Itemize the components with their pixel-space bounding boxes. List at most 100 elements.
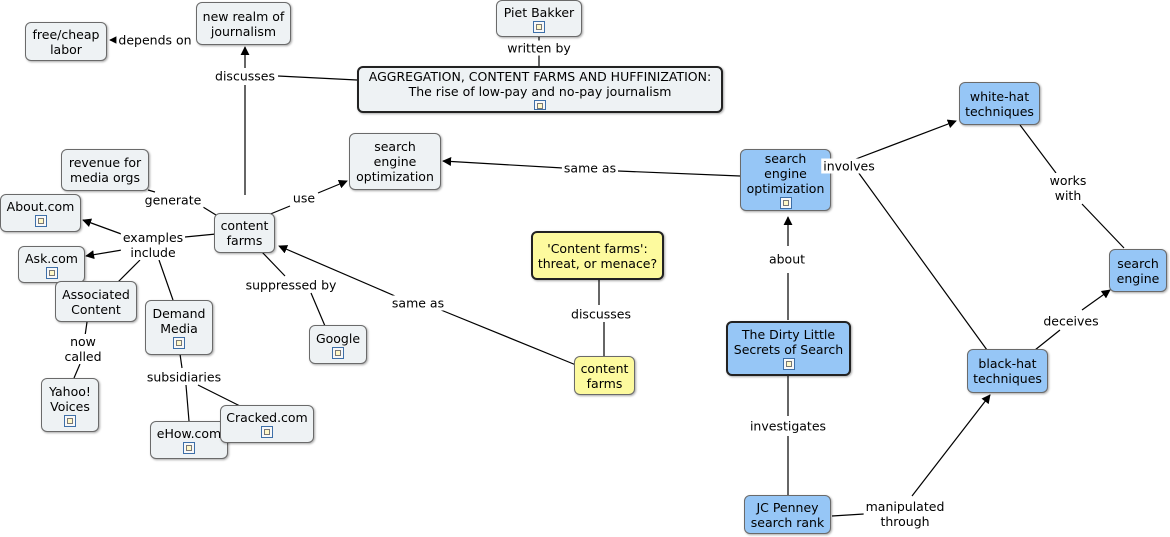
node-new-realm-of-journalism[interactable]: new realm of journalism xyxy=(196,2,291,45)
node-label: search engine optimization xyxy=(356,139,434,184)
node-label: white-hat techniques xyxy=(965,88,1034,119)
link-label-deceives: deceives xyxy=(1041,313,1101,329)
edge-use-arrow xyxy=(317,179,348,194)
node-label: revenue for media orgs xyxy=(68,155,142,185)
edge-suppressed-b xyxy=(310,292,326,327)
edge-works-with-a xyxy=(1019,124,1057,174)
node-search-engine-optimization-blue[interactable]: search engine optimization xyxy=(740,149,831,211)
node-label: Google xyxy=(315,330,361,346)
node-label: eHow.com xyxy=(156,426,222,441)
node-ehow-com[interactable]: eHow.com xyxy=(150,421,228,459)
node-label: JC Penney search rank xyxy=(750,499,825,530)
node-dirty-little-secrets-of-search[interactable]: The Dirty Little Secrets of Search xyxy=(726,321,851,376)
node-label: AGGREGATION, CONTENT FARMS AND HUFFINIZA… xyxy=(368,69,712,99)
document-icon[interactable] xyxy=(183,442,195,454)
node-content-farms-threat-or-menace[interactable]: 'Content farms': threat, or menace? xyxy=(531,231,664,280)
node-piet-bakker[interactable]: Piet Bakker xyxy=(496,0,582,37)
node-associated-content[interactable]: Associated Content xyxy=(55,281,137,322)
document-icon[interactable] xyxy=(34,215,47,227)
edge-same-as-1a xyxy=(617,170,741,177)
edge-same-as-2b xyxy=(278,245,396,297)
node-label: search engine optimization xyxy=(746,151,825,196)
document-icon[interactable] xyxy=(779,197,792,209)
edge-examples-about xyxy=(82,218,125,236)
link-label-involves: involves xyxy=(821,158,877,174)
node-label: content farms xyxy=(220,218,269,248)
edge-subsidiaries-a xyxy=(179,353,183,369)
edge-manipulated-b xyxy=(911,394,991,497)
document-icon[interactable] xyxy=(533,20,545,33)
node-aggregation-article[interactable]: AGGREGATION, CONTENT FARMS AND HUFFINIZA… xyxy=(357,66,723,113)
document-icon[interactable] xyxy=(534,100,546,110)
node-free-cheap-labor[interactable]: free/cheap labor xyxy=(25,22,107,61)
edge-suppressed-a xyxy=(261,251,286,277)
document-icon[interactable] xyxy=(782,358,795,370)
link-label-examples-include: examples include xyxy=(120,230,186,260)
document-icon[interactable] xyxy=(64,414,76,427)
node-label: Yahoo! Voices xyxy=(49,383,91,414)
link-label-same-as-content-farms: same as xyxy=(389,295,447,311)
node-cracked-com[interactable]: Cracked.com xyxy=(220,405,314,443)
node-content-farms-yellow[interactable]: content farms xyxy=(574,356,635,395)
node-search-engine-optimization[interactable]: search engine optimization xyxy=(349,133,441,190)
link-label-generate: generate xyxy=(142,192,204,208)
link-label-suppressed-by: suppressed by xyxy=(243,277,339,293)
edge-deceives-b xyxy=(1081,289,1111,311)
document-icon[interactable] xyxy=(261,426,273,438)
edge-same-as-1b xyxy=(442,156,564,169)
node-label: Associated Content xyxy=(62,286,130,317)
document-icon[interactable] xyxy=(332,346,344,359)
edge-examples-demand xyxy=(158,259,174,301)
link-label-discusses: discusses xyxy=(213,68,277,84)
edge-involves-white xyxy=(847,119,957,163)
node-label: Cracked.com xyxy=(226,410,308,425)
node-label: The Dirty Little Secrets of Search xyxy=(733,327,844,357)
edge-subsidiaries-cracked xyxy=(197,384,241,407)
link-label-investigates: investigates xyxy=(747,418,829,434)
link-label-works-with: works with xyxy=(1047,173,1089,203)
node-revenue-for-media-orgs[interactable]: revenue for media orgs xyxy=(61,149,149,191)
node-label: Piet Bakker xyxy=(503,4,575,20)
edge-generate-a xyxy=(202,206,217,216)
document-icon[interactable] xyxy=(173,337,185,349)
node-content-farms[interactable]: content farms xyxy=(214,213,275,253)
link-label-now-called: now called xyxy=(62,334,104,364)
link-label-manipulated-through: manipulated through xyxy=(863,499,947,529)
link-label-about: about xyxy=(766,251,808,267)
link-label-same-as-seo: same as xyxy=(561,160,619,176)
node-ask-com[interactable]: Ask.com xyxy=(18,246,85,283)
node-label: free/cheap labor xyxy=(32,26,100,57)
edge-examples-ask xyxy=(85,249,123,260)
edge-deceives-a xyxy=(1034,329,1061,351)
node-label: search engine xyxy=(1116,255,1160,286)
node-google[interactable]: Google xyxy=(309,325,367,364)
node-black-hat-techniques[interactable]: black-hat techniques xyxy=(967,349,1048,393)
node-label: Demand Media xyxy=(152,306,206,336)
edge-now-called-b xyxy=(73,363,81,379)
node-label: new realm of journalism xyxy=(202,8,285,39)
node-label: Ask.com xyxy=(25,250,78,266)
node-label: content farms xyxy=(580,360,629,391)
node-white-hat-techniques[interactable]: white-hat techniques xyxy=(959,82,1040,125)
edge-examples-a xyxy=(184,233,217,238)
link-label-use: use xyxy=(290,190,318,206)
node-label: 'Content farms': threat, or menace? xyxy=(537,240,658,271)
link-label-written-by: written by xyxy=(505,40,573,56)
edge-subsidiaries-ehow xyxy=(185,384,190,422)
node-jc-penney-search-rank[interactable]: JC Penney search rank xyxy=(744,495,831,534)
edge-examples-associated xyxy=(117,259,141,283)
node-search-engine[interactable]: search engine xyxy=(1109,249,1167,292)
edge-now-called-a xyxy=(84,321,88,337)
node-about-com[interactable]: About.com xyxy=(0,194,81,232)
edge-involves-black xyxy=(857,171,988,351)
edge-manipulated-a xyxy=(831,513,865,517)
document-icon[interactable] xyxy=(45,266,58,279)
edge-generate-b xyxy=(147,189,156,193)
edge-works-with-b xyxy=(1081,203,1125,249)
node-demand-media[interactable]: Demand Media xyxy=(145,300,213,355)
link-label-discusses-threat: discusses xyxy=(569,306,633,322)
node-yahoo-voices[interactable]: Yahoo! Voices xyxy=(41,378,99,432)
link-label-depends-on: depends on xyxy=(116,32,194,48)
node-label: About.com xyxy=(6,199,75,214)
